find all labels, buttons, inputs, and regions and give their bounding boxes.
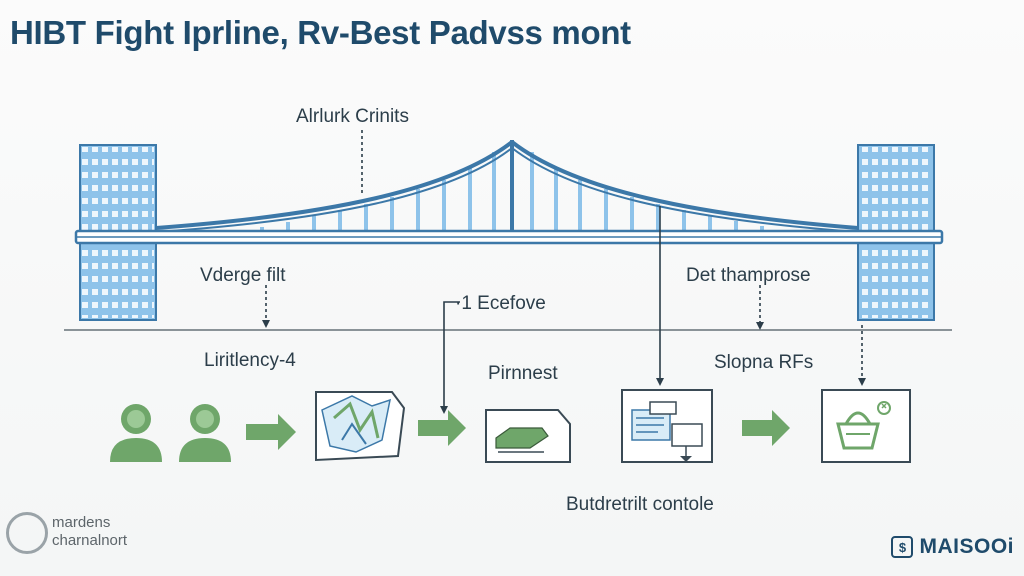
brand-badge-icon: $ bbox=[891, 536, 914, 558]
shopping-basket-icon bbox=[821, 389, 911, 463]
flow-arrow bbox=[246, 414, 296, 450]
footer-left-logo: mardens charnalnort bbox=[4, 508, 164, 564]
map-document-icon bbox=[315, 391, 406, 462]
label-left-mid: Vderge filt bbox=[200, 265, 286, 286]
label-center-mid: ·1 Ecefove bbox=[455, 293, 546, 314]
label-bottom-center: Butdretrilt contole bbox=[566, 494, 714, 515]
solid-connectors bbox=[443, 206, 661, 406]
dashboard-screen-icon bbox=[621, 389, 713, 463]
label-lower-right: Slopna RFs bbox=[714, 352, 814, 373]
label-top-center: Alrlurk Crinits bbox=[296, 106, 409, 127]
label-lower-left: Liritlency-4 bbox=[204, 350, 296, 371]
label-lower-center: Pirnnest bbox=[488, 363, 558, 384]
logo-ring-icon bbox=[6, 512, 48, 554]
bridge-cables bbox=[155, 140, 859, 233]
footer-brand: $ MAISOOi bbox=[891, 532, 1014, 562]
label-right-mid: Det thamprose bbox=[686, 265, 811, 286]
folder-card-icon bbox=[485, 409, 571, 463]
flow-arrow bbox=[418, 410, 466, 446]
flow-arrow bbox=[742, 410, 790, 446]
footer-left-line1: mardens bbox=[52, 514, 111, 531]
brand-name: MAISOOi bbox=[919, 535, 1014, 558]
person-icon bbox=[179, 404, 231, 462]
footer-left-line2: charnalnort bbox=[52, 532, 128, 549]
page-title: HIBT Fight Iprline, Rv-Best Padvss mont bbox=[10, 14, 631, 51]
bridge-deck bbox=[74, 229, 944, 245]
arrowheads bbox=[262, 320, 866, 414]
person-icon bbox=[110, 404, 162, 462]
dotted-connectors bbox=[265, 130, 863, 378]
